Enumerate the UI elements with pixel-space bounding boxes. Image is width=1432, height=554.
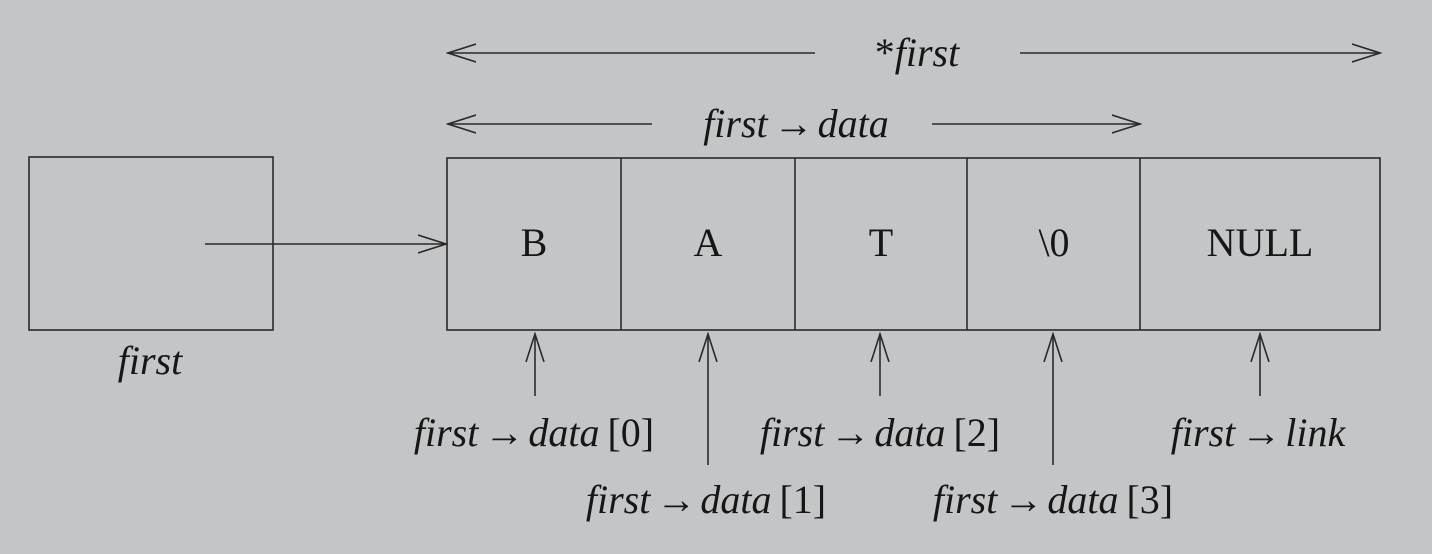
cell-0-char: B (521, 220, 548, 265)
pointer-label: first (118, 338, 183, 383)
label-data-0: first→data[0] (414, 410, 654, 455)
cell-2-char: T (869, 220, 893, 265)
cell-4-link: NULL (1207, 220, 1314, 265)
label-link: first→link (1171, 410, 1347, 455)
star-first-label: *first (875, 30, 960, 75)
label-data-2: first→data[2] (760, 410, 1000, 455)
cell-1-char: A (694, 220, 723, 265)
data-span-label: first→data (703, 101, 889, 146)
cell-3-char: \0 (1038, 220, 1069, 265)
node-outline (446, 157, 1381, 331)
label-data-3: first→data[3] (933, 477, 1173, 522)
node-record: B A T \0 NULL (446, 157, 1381, 331)
label-data-1: first→data[1] (586, 477, 826, 522)
